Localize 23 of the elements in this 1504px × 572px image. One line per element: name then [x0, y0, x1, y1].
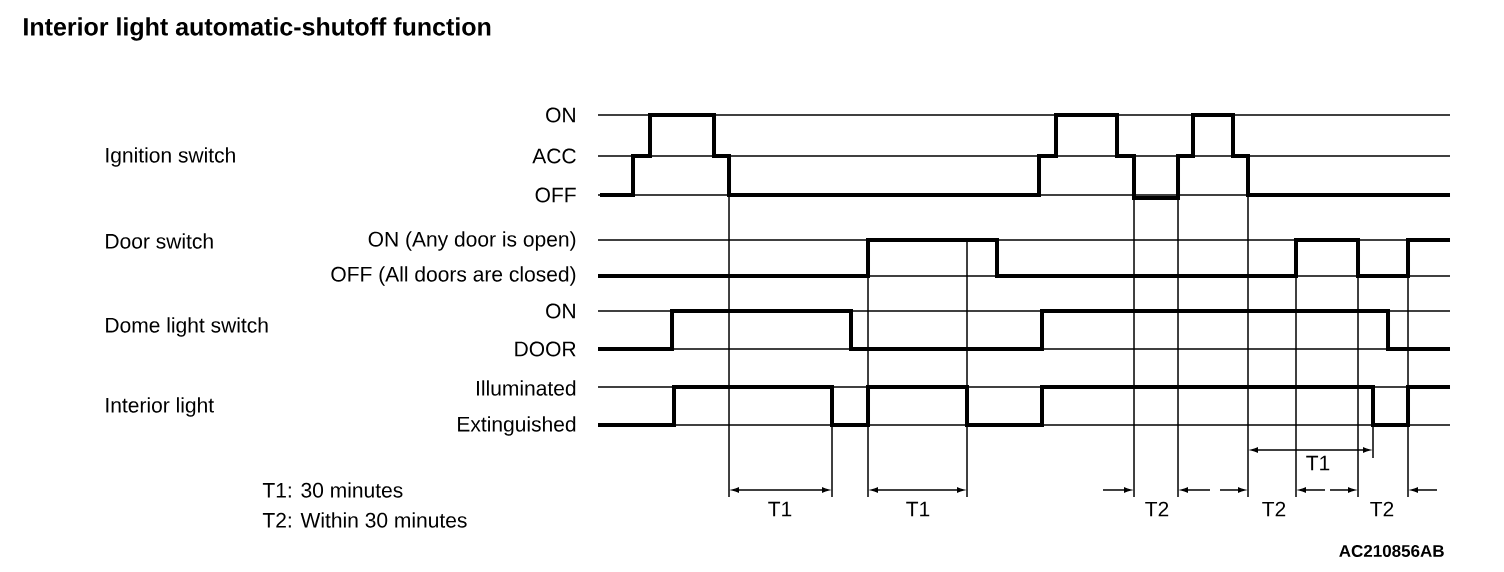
- duration-label: T2: [1367, 499, 1397, 519]
- level-label: DOOR: [515, 341, 576, 357]
- duration-label: T1: [1303, 453, 1333, 473]
- level-label: ON: [546, 303, 575, 319]
- level-label: Illuminated: [477, 380, 576, 396]
- duration-label: T1: [765, 499, 795, 519]
- legend-note: T1: 30 minutes: [262, 482, 403, 498]
- signal-name: Ignition switch: [106, 147, 235, 167]
- duration-label: T2: [1259, 499, 1289, 519]
- level-label: OFF (All doors are closed): [331, 266, 576, 286]
- level-label: ON (Any door is open): [368, 231, 576, 251]
- level-label: Extinguished: [458, 416, 576, 436]
- figure-code: AC210856AB: [1339, 545, 1444, 557]
- legend-note: T2: Within 30 minutes: [262, 512, 467, 528]
- level-label: OFF: [535, 187, 576, 203]
- duration-label: T2: [1142, 499, 1172, 519]
- duration-label: T1: [903, 499, 933, 519]
- signal-name: Dome light switch: [106, 317, 268, 337]
- level-label: ACC: [532, 148, 576, 164]
- signal-name: Interior light: [106, 397, 214, 417]
- title: Interior light automatic-shutoff function: [24, 17, 491, 41]
- signal-name: Door switch: [106, 233, 213, 249]
- level-label: ON: [546, 107, 575, 123]
